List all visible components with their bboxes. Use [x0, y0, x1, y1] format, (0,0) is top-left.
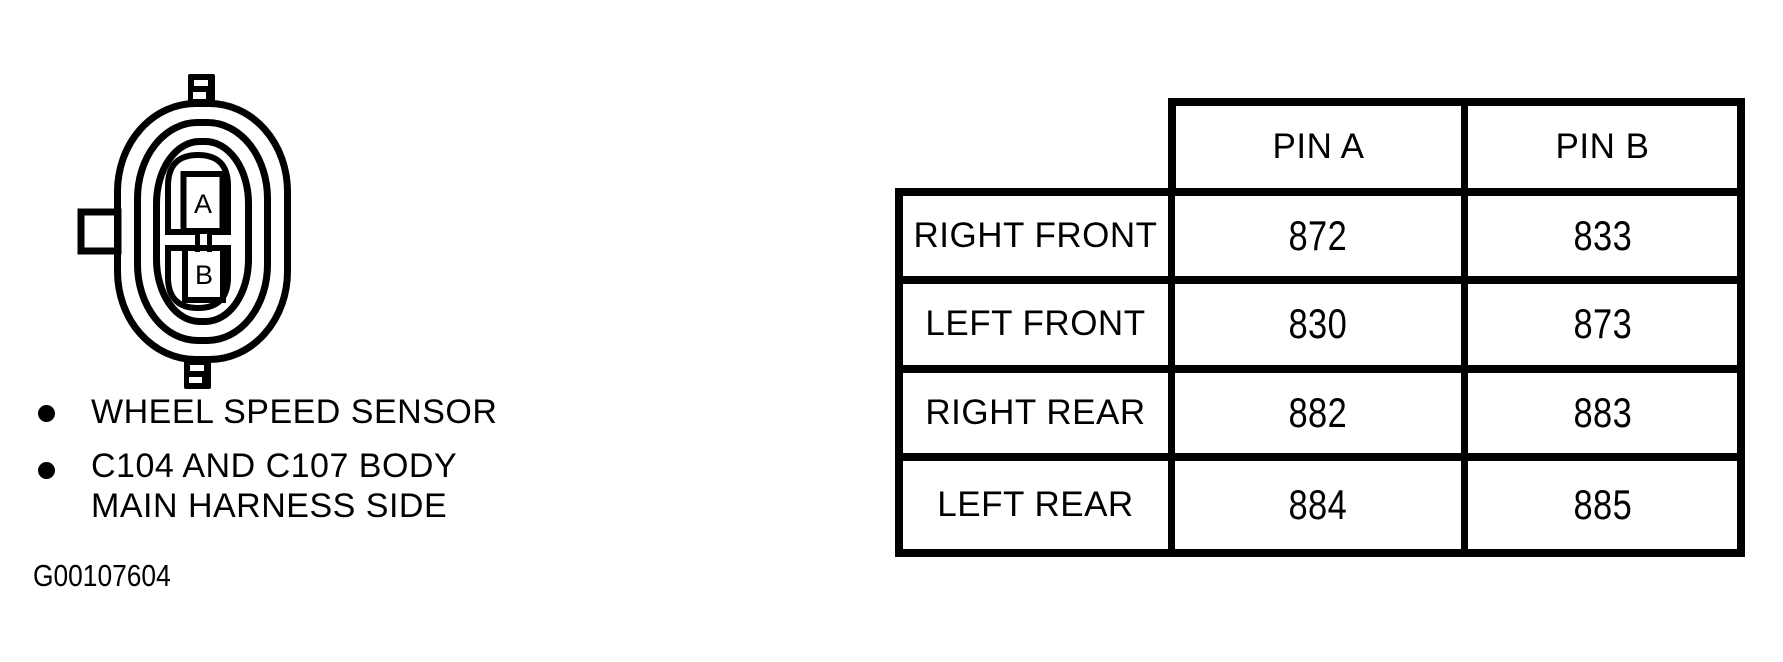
top-latch-tab [188, 74, 215, 105]
table-cell-pin-b: 833 [1468, 196, 1737, 285]
table-cell-pin-b: 883 [1468, 373, 1737, 461]
pin-table-header: PIN A PIN B [1168, 98, 1745, 188]
wheel-speed-sensor-connector-diagram: A B [77, 74, 291, 389]
legend-item-wheel-speed-sensor: WHEEL SPEED SENSOR [91, 392, 497, 432]
table-cell-pin-b: 885 [1573, 480, 1632, 528]
pin-b-label: B [195, 260, 213, 290]
legend-line: MAIN HARNESS SIDE [91, 487, 448, 525]
pin-a-cavity [165, 151, 231, 235]
column-header-pin-a: PIN A [1176, 106, 1468, 188]
bullet-icon [38, 462, 55, 479]
terminal-neck [195, 228, 212, 252]
connector-middle-ring [134, 119, 271, 344]
figure-code: G00107604 [33, 558, 171, 593]
pin-a-label: A [194, 189, 212, 219]
legend-line: WHEEL SPEED SENSOR [91, 393, 498, 431]
pin-a-terminal [180, 171, 226, 234]
connector-inner-ring [153, 138, 252, 325]
row-label: LEFT REAR [903, 460, 1175, 549]
row-label: LEFT FRONT [903, 284, 1175, 373]
table-cell-pin-a: 884 [1175, 460, 1468, 549]
legend-line: C104 AND C107 BODY [91, 447, 458, 485]
legend-item-harness-side: C104 AND C107 BODY MAIN HARNESS SIDE [91, 446, 457, 526]
row-label: RIGHT REAR [903, 372, 1175, 461]
row-label: RIGHT FRONT [903, 196, 1175, 285]
table-cell-pin-b: 873 [1468, 284, 1737, 373]
bullet-icon [38, 405, 55, 422]
table-cell-pin-a: 872 [1175, 196, 1468, 285]
pin-table-body: RIGHT FRONT 872 833 LEFT FRONT 830 873 R… [895, 188, 1745, 557]
bottom-latch-tab [184, 359, 211, 389]
column-header-pin-b: PIN B [1555, 127, 1650, 166]
table-cell-pin-a: 882 [1175, 372, 1468, 461]
table-cell-pin-a: 830 [1175, 284, 1468, 373]
side-lock-tab [77, 208, 122, 255]
pin-b-terminal [182, 245, 226, 303]
pin-b-cavity [165, 245, 231, 312]
